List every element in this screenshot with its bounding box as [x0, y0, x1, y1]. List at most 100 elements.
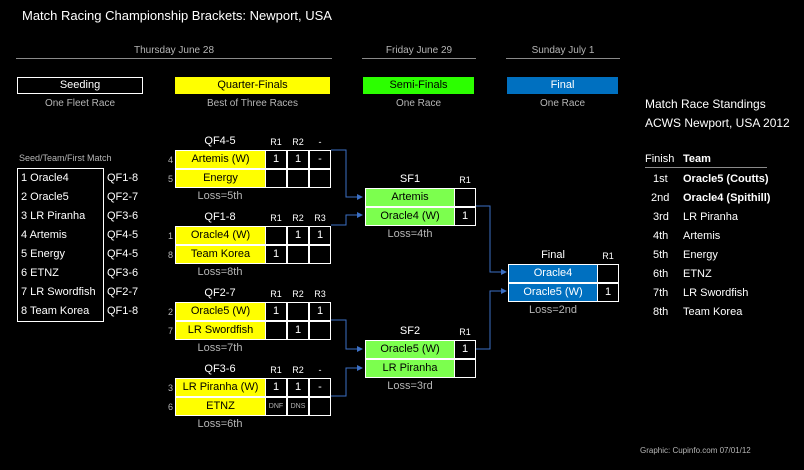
sf-team-cell: Oracle5 (W) [365, 340, 455, 359]
qf-loss-label: Loss=8th [197, 266, 243, 278]
race-result: 1 [287, 226, 309, 245]
seed-match: QF4-5 [107, 248, 139, 260]
seed-match: QF1-8 [107, 172, 139, 184]
race-result [265, 169, 287, 188]
race-result: 1 [265, 302, 287, 321]
qf-team-cell: ETNZ [175, 397, 266, 416]
race-result [287, 245, 309, 264]
connector-sf2-final [476, 290, 502, 350]
qf-team-cell: Oracle4 (W) [175, 226, 266, 245]
race-result: - [309, 378, 331, 397]
final-loss-label: Loss=2nd [528, 304, 577, 316]
round-col: R1 [602, 251, 614, 261]
standings-subtitle: ACWS Newport, USA 2012 [645, 116, 790, 130]
standings-row: 4th Artemis [645, 227, 795, 246]
sf-loss-label: Loss=3rd [387, 380, 433, 392]
race-result: - [309, 150, 331, 169]
final-team-cell: Oracle5 (W) [508, 283, 598, 302]
seed-row: 4 Artemis [21, 229, 67, 241]
graphic-credit: Graphic: Cupinfo.com 07/01/12 [640, 446, 751, 455]
round-col: - [318, 137, 322, 147]
race-result [287, 302, 309, 321]
stage-seeding-sub: One Fleet Race [44, 98, 116, 109]
qf-match-name: QF4-5 [204, 135, 236, 147]
stage-quarter-finals-sub: Best of Three Races [207, 98, 298, 109]
stage-final-sub: One Race [539, 98, 586, 109]
seeding-header: Seed/Team/First Match [19, 153, 112, 163]
stage-semi-finals-sub: One Race [395, 98, 442, 109]
race-result: 1 [265, 150, 287, 169]
race-result: DNS [287, 397, 309, 416]
standings-row: 8th Team Korea [645, 303, 795, 322]
seed-row: 5 Energy [21, 248, 66, 260]
standings-row: 3rd LR Piranha [645, 208, 795, 227]
seed-number: 5 [167, 174, 173, 184]
round-col: R2 [292, 137, 304, 147]
standings-row: 1st Oracle5 (Coutts) [645, 170, 795, 189]
seed-row: 6 ETNZ [21, 267, 59, 279]
round-col: R2 [292, 213, 304, 223]
standings-team: Artemis [683, 230, 721, 242]
race-result [287, 169, 309, 188]
standings-row: 5th Energy [645, 246, 795, 265]
date-header-final: Sunday July 1 [506, 45, 620, 59]
round-col: - [318, 365, 322, 375]
sf-match-name: SF1 [399, 173, 421, 185]
stage-seeding: Seeding [17, 77, 143, 94]
standings-team: Team Korea [683, 306, 743, 318]
standings-team: ETNZ [683, 268, 712, 280]
seed-number: 7 [167, 326, 173, 336]
qf-match-name: QF3-6 [204, 363, 236, 375]
race-result: 1 [597, 283, 619, 302]
standings-col-team: Team [683, 153, 711, 165]
connector-qf45-sf1 [331, 149, 358, 198]
arrow-head [501, 269, 507, 275]
seed-match: QF4-5 [107, 229, 139, 241]
connector-sf1-final [476, 205, 502, 273]
race-result: 1 [265, 245, 287, 264]
qf-match-name: QF2-7 [204, 287, 236, 299]
standings-title: Match Race Standings [645, 97, 766, 111]
standings-team: Oracle4 (Spithill) [683, 192, 771, 204]
round-col: R1 [270, 213, 282, 223]
standings-team: Oracle5 (Coutts) [683, 173, 769, 185]
qf-loss-label: Loss=6th [197, 418, 243, 430]
qf-loss-label: Loss=7th [197, 342, 243, 354]
stage-final: Final [507, 77, 618, 94]
race-result: 1 [309, 226, 331, 245]
race-result: 1 [265, 378, 287, 397]
arrow-head [501, 288, 507, 294]
round-col: R1 [270, 365, 282, 375]
seeding-list: 1 Oracle4 2 Oracle5 3 LR Piranha 4 Artem… [17, 168, 104, 322]
seed-match: QF3-6 [107, 210, 139, 222]
seed-row: 1 Oracle4 [21, 172, 69, 184]
arrow-head [357, 346, 363, 352]
seed-number: 1 [167, 231, 173, 241]
sf-team-cell: LR Piranha [365, 359, 455, 378]
race-result [265, 226, 287, 245]
standings-pos: 4th [653, 230, 669, 242]
seed-number: 3 [167, 383, 173, 393]
date-header-sf: Friday June 29 [362, 45, 476, 59]
round-col: R3 [314, 213, 326, 223]
qf-team-cell: LR Swordfish [175, 321, 266, 340]
seeding-matches: QF1-8 QF2-7 QF3-6 QF4-5 QF4-5 QF3-6 QF2-… [107, 169, 147, 321]
race-result [454, 359, 476, 378]
race-result [265, 321, 287, 340]
seed-number: 8 [167, 250, 173, 260]
seed-row: 7 LR Swordfish [21, 286, 96, 298]
standings-team: LR Piranha [683, 211, 739, 223]
race-result: 1 [287, 321, 309, 340]
qf-team-cell: Team Korea [175, 245, 266, 264]
final-team-cell: Oracle4 [508, 264, 598, 283]
standings-row: 7th LR Swordfish [645, 284, 795, 303]
round-col: R3 [314, 289, 326, 299]
race-result: 1 [454, 207, 476, 226]
seed-row: 3 LR Piranha [21, 210, 86, 222]
standings-pos: 5th [653, 249, 669, 261]
qf-team-cell: Artemis (W) [175, 150, 266, 169]
seed-row: 8 Team Korea [21, 305, 90, 317]
stage-semi-finals: Semi-Finals [363, 77, 474, 94]
arrow-head [357, 194, 363, 200]
